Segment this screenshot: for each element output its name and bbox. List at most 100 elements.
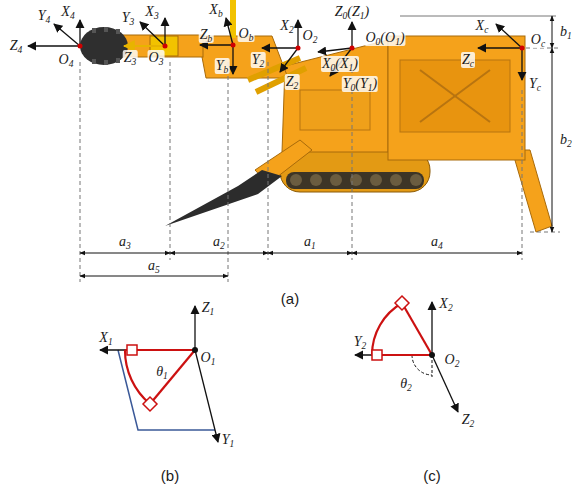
dimension-label: a4: [430, 234, 444, 250]
rotation-sketch-b-part: [100, 349, 195, 350]
symbol: Y: [38, 8, 46, 23]
axis-label: Y1: [221, 432, 236, 448]
machine-body-part: [420, 70, 490, 122]
rotation-sketch-b-part: [150, 350, 195, 404]
coordinate-axes-part: [232, 45, 233, 74]
symbol: (b): [161, 467, 179, 484]
rotation-sketch-c-part: [372, 350, 382, 360]
symbol: X: [476, 18, 485, 33]
axis-label: Zc: [461, 52, 475, 68]
symbol: Z: [124, 50, 132, 65]
dimension-label: b2: [559, 132, 573, 148]
subscript: 2: [289, 25, 294, 35]
machine-body-part: [165, 170, 282, 226]
coordinate-axes-part: [79, 20, 80, 46]
subscript: 1: [349, 63, 354, 73]
dimension-lines-part: [552, 16, 553, 48]
subscript: c: [541, 39, 545, 49]
subscript: 0: [351, 83, 356, 93]
symbol: Y: [354, 334, 362, 349]
machine-body-part: [400, 60, 510, 132]
machine-body-part: [92, 59, 96, 64]
axis-label: Xc: [475, 18, 490, 34]
subscript: c: [484, 25, 488, 35]
symbol: O: [303, 28, 313, 43]
axis-label: O0(O1): [364, 30, 405, 46]
coordinate-axes-part: [496, 24, 522, 48]
reference-lines-part: [170, 62, 171, 260]
symbol: Z: [352, 4, 360, 19]
subscript: 1: [368, 83, 373, 93]
symbol: θ: [156, 364, 163, 379]
subscript: 1: [210, 307, 215, 317]
axis-label: O1: [200, 350, 217, 366]
subscript: 2: [220, 241, 225, 251]
coordinate-axes-part: [280, 48, 298, 72]
rotation-sketch-b-part: [194, 306, 195, 350]
subscript: 2: [362, 341, 367, 351]
axis-label: Z4: [9, 38, 24, 54]
symbol: Z: [286, 74, 294, 89]
symbol: O: [59, 52, 69, 67]
symbol: O: [445, 352, 455, 367]
coordinate-axes-part: [140, 22, 165, 46]
machine-body-part: [410, 174, 422, 186]
symbol: Y: [252, 52, 260, 67]
axis-label: X3: [144, 4, 159, 20]
symbol: Z: [462, 412, 470, 427]
axis-label: O2: [444, 352, 461, 368]
subscript: 3: [126, 241, 131, 251]
axis-label: θ2: [399, 376, 413, 392]
panel-label: (a): [280, 290, 300, 307]
symbol: O: [149, 50, 159, 65]
axis-label: Zb: [199, 27, 214, 43]
rotation-sketch-b-part: [192, 347, 198, 353]
symbol: θ: [400, 376, 407, 391]
origin-dots-part: [296, 46, 301, 51]
coordinate-axes-part: [54, 24, 80, 46]
dimension-label: a2: [212, 234, 226, 250]
origin-dots-part: [78, 44, 83, 49]
machine-body-part: [370, 174, 382, 186]
symbol: Y: [360, 76, 368, 91]
axis-label: Ob: [238, 26, 255, 42]
axis-label: X2: [438, 296, 453, 312]
machine-body-part: [104, 27, 108, 32]
symbol: O: [365, 30, 375, 45]
coordinate-axes-part: [478, 47, 522, 48]
axis-label: X4: [60, 4, 75, 20]
machine-body-part: [92, 28, 96, 33]
machine-body-part: [104, 60, 108, 65]
axis-label: Oc: [530, 32, 546, 48]
symbol: O: [531, 32, 541, 47]
symbol: ): [365, 4, 370, 19]
coordinate-axes: [28, 18, 522, 80]
axis-label: O2: [302, 28, 319, 44]
reference-lines-part: [268, 62, 269, 260]
machine-body-part: [290, 174, 302, 186]
rotation-sketch-c-part: [431, 302, 432, 355]
subscript: 1: [311, 241, 316, 251]
symbol: ): [353, 56, 358, 71]
symbol: X: [209, 2, 218, 17]
symbol: Z: [202, 300, 210, 315]
machine-body-part: [116, 58, 120, 63]
coordinate-axes-part: [521, 48, 522, 80]
subscript: 1: [108, 337, 113, 347]
symbol: (: [355, 76, 360, 91]
subscript: b: [208, 34, 213, 44]
coordinate-axes-part: [28, 45, 80, 46]
symbol: b: [560, 132, 567, 147]
subscript: 2: [260, 59, 265, 69]
axis-label: Z3: [123, 50, 138, 66]
origin-dots-part: [350, 46, 355, 51]
symbol: X: [340, 56, 349, 71]
subscript: 1: [211, 357, 216, 367]
symbol: ): [400, 30, 405, 45]
panel-label: (b): [160, 467, 180, 484]
reference-lines-part: [228, 62, 229, 282]
axis-label: Z0(Z1): [334, 4, 370, 20]
axis-label: Yc: [528, 76, 542, 92]
subscript: b: [249, 33, 254, 43]
axis-label: θ1: [155, 364, 169, 380]
